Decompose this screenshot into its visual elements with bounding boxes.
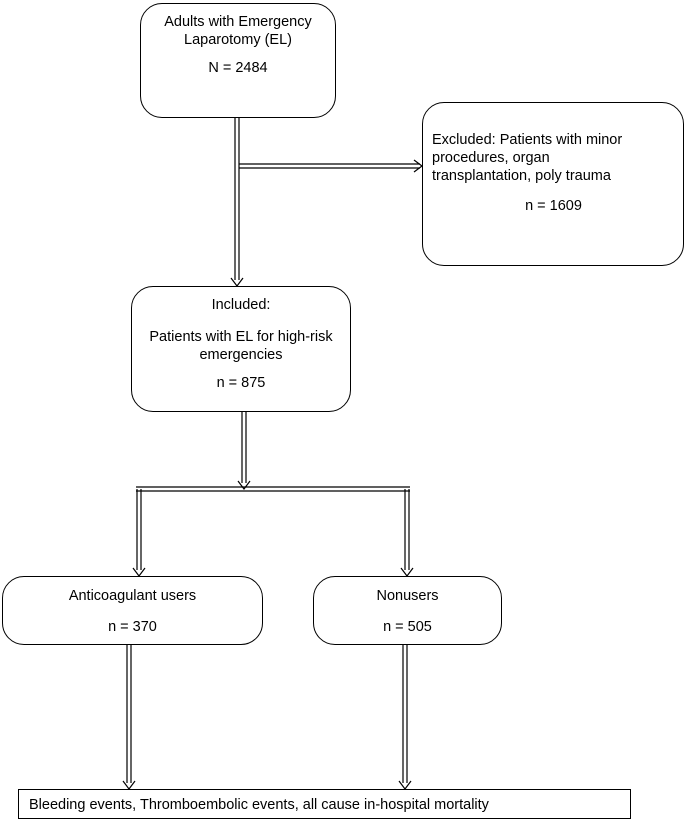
arrow-included-to-split	[237, 412, 251, 490]
outcomes-label: Bleeding events, Thromboembolic events, …	[29, 797, 489, 813]
included-count: n = 875	[216, 375, 266, 391]
adults-count: N = 2484	[208, 60, 268, 76]
split-line	[136, 486, 410, 492]
excluded-line1: Excluded: Patients with minor	[432, 132, 623, 148]
arrow-adults-to-included	[230, 118, 244, 287]
included-line2: emergencies	[199, 347, 283, 363]
excluded-count: n = 1609	[525, 198, 582, 214]
users-label: Anticoagulant users	[68, 588, 197, 604]
arrow-users-to-outcomes	[122, 645, 136, 790]
box-included: Included: Patients with EL for high-risk…	[131, 286, 351, 412]
box-anticoagulant-users: Anticoagulant users n = 370	[2, 576, 263, 645]
arrow-split-to-nonusers	[400, 489, 414, 577]
excluded-line2: procedures, organ	[432, 150, 550, 166]
arrow-nonusers-to-outcomes	[398, 645, 412, 790]
included-line1: Patients with EL for high-risk	[149, 329, 333, 345]
users-count: n = 370	[108, 619, 157, 635]
box-outcomes: Bleeding events, Thromboembolic events, …	[18, 789, 631, 819]
adults-line1: Adults with Emergency	[164, 14, 312, 30]
nonusers-count: n = 505	[383, 619, 432, 635]
nonusers-label: Nonusers	[376, 588, 439, 604]
excluded-line3: transplantation, poly trauma	[432, 168, 611, 184]
included-label: Included:	[211, 297, 271, 313]
box-excluded: Excluded: Patients with minor procedures…	[422, 102, 684, 266]
adults-line2: Laparotomy (EL)	[184, 32, 292, 48]
arrow-to-excluded	[239, 159, 423, 173]
box-adults-el: Adults with Emergency Laparotomy (EL) N …	[140, 3, 336, 118]
arrow-split-to-users	[132, 489, 146, 577]
box-nonusers: Nonusers n = 505	[313, 576, 502, 645]
